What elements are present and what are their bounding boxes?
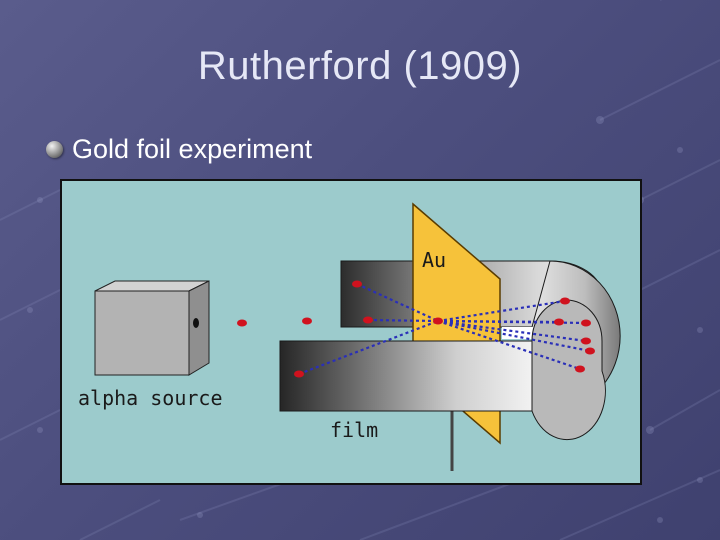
film-front-right-end bbox=[531, 299, 606, 441]
bullet-text: Gold foil experiment bbox=[72, 134, 313, 164]
film-front-band bbox=[279, 340, 533, 412]
alpha-particles bbox=[237, 280, 595, 378]
foil-label: Au bbox=[422, 248, 446, 272]
alpha-source-label: alpha source bbox=[78, 386, 223, 410]
alpha-source-box bbox=[94, 280, 210, 376]
film-label: film bbox=[330, 418, 378, 442]
alpha-trajectories bbox=[298, 282, 591, 376]
bullet-sphere-icon bbox=[46, 141, 63, 158]
gold-foil-diagram: Au alpha source film bbox=[60, 179, 642, 485]
slide-title: Rutherford (1909) bbox=[197, 44, 523, 88]
bullet-item: Gold foil experiment bbox=[46, 134, 312, 165]
